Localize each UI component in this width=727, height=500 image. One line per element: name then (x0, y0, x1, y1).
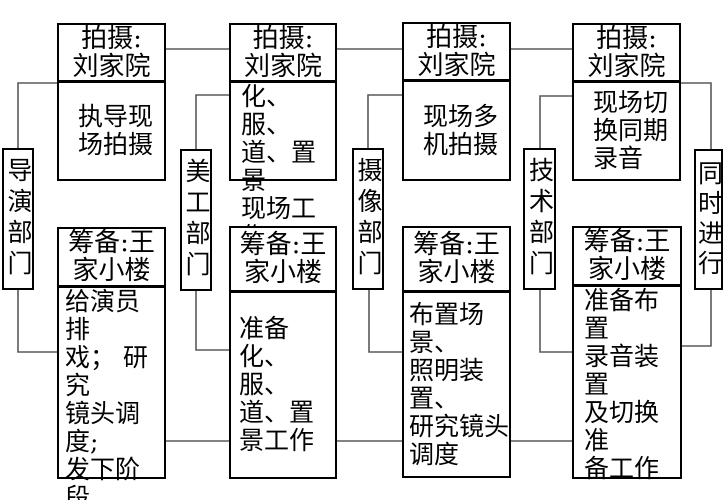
shoot-task-text: 执导现 场拍摄 (78, 102, 154, 159)
prep-task: 准备布置 录音装置 及切换准 备工作 (574, 287, 680, 483)
prep-task-text: 布置场景、 照明装置、 研究镜头 调度 (409, 299, 510, 469)
label-art-department: 美工部门 (180, 149, 212, 291)
prep-header: 筹备:王 家小楼 (404, 228, 509, 293)
shoot-task-text: 现场切 换同期 录音 (593, 88, 669, 173)
shoot-header: 拍摄: 刘家院 (574, 25, 679, 83)
technical-shoot-box: 拍摄: 刘家院 现场切 换同期 录音 (572, 23, 681, 181)
art-prep-box: 筹备:王 家小楼 准备化、 服、道、置 景工作 (229, 226, 337, 479)
director-prep-box: 筹备:王 家小楼 给演员排 戏； 研究 镜头调度; 发下阶段 拍摄计划 (57, 227, 166, 500)
prep-task-text: 给演员排 戏； 研究 镜头调度; 发下阶段 拍摄计划 (65, 287, 148, 500)
prep-task: 准备化、 服、道、置 景工作 (231, 293, 335, 477)
prep-header: 筹备:王 家小楼 (574, 228, 680, 287)
shoot-header: 拍摄: 刘家院 (231, 25, 335, 83)
shoot-header: 拍摄: 刘家院 (59, 25, 164, 83)
camera-prep-box: 筹备:王 家小楼 布置场景、 照明装置、 研究镜头 调度 (402, 226, 511, 478)
shoot-task-text: 现场多 机拍摄 (423, 101, 499, 159)
prep-task: 给演员排 戏； 研究 镜头调度; 发下阶段 拍摄计划 (59, 288, 164, 500)
prep-task-text: 准备化、 服、道、置 景工作 (239, 314, 315, 455)
prep-header: 筹备:王 家小楼 (59, 229, 164, 288)
prep-task: 布置场景、 照明装置、 研究镜头 调度 (404, 293, 509, 476)
label-technical-department: 技术部门 (523, 148, 556, 290)
shoot-task-text: 化、服、 道、置景 现场工作 (241, 82, 317, 251)
label-simultaneous: 同时进行 (694, 149, 724, 290)
shoot-task: 现场多 机拍摄 (404, 82, 509, 179)
shoot-task: 执导现 场拍摄 (59, 83, 164, 179)
art-shoot-box: 拍摄: 刘家院 化、服、 道、置景 现场工作 (229, 23, 337, 251)
label-camera-department: 摄像部门 (352, 148, 384, 290)
camera-shoot-box: 拍摄: 刘家院 现场多 机拍摄 (402, 22, 511, 181)
label-director-department: 导演部门 (2, 148, 34, 290)
director-shoot-box: 拍摄: 刘家院 执导现 场拍摄 (57, 23, 166, 181)
prep-task-text: 准备布置 录音装置 及切换准 备工作 (584, 286, 660, 483)
shoot-header: 拍摄: 刘家院 (404, 24, 509, 82)
shoot-task: 化、服、 道、置景 现场工作 (231, 83, 335, 251)
technical-prep-box: 筹备:王 家小楼 准备布置 录音装置 及切换准 备工作 (572, 226, 682, 483)
shoot-task: 现场切 换同期 录音 (574, 83, 679, 179)
prep-header: 筹备:王 家小楼 (231, 228, 335, 293)
